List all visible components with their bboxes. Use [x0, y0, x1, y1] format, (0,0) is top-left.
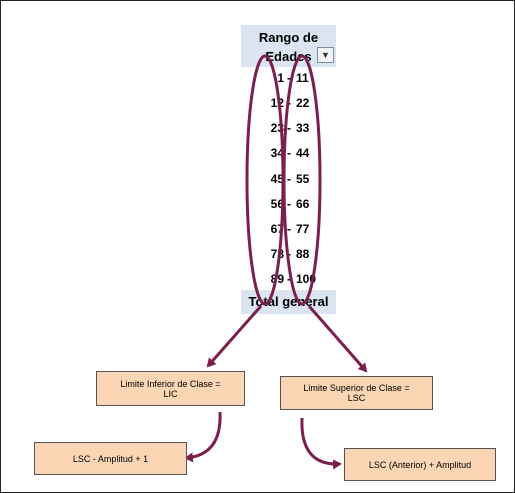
chevron-down-icon[interactable]: ▼ [317, 47, 334, 63]
row-upper: 88 [296, 247, 310, 261]
pivot-row: 1 - 11 [241, 66, 336, 90]
lsc-note-line1: Limite Superior de Clase = [303, 383, 410, 393]
upper-limit-ellipse [282, 54, 322, 306]
arrow-to-lsc [307, 305, 368, 373]
lic-note-line2: LIC [163, 388, 178, 399]
row-dash: - [287, 121, 291, 135]
row-dash: - [287, 172, 291, 186]
formula-left-text: LSC - Amplitud + 1 [72, 453, 149, 464]
row-lower: 56 [270, 197, 284, 211]
row-dash: - [287, 71, 291, 85]
pivot-row: 45 - 55 [241, 167, 336, 191]
row-lower: 34 [270, 146, 284, 160]
row-upper: 44 [296, 146, 310, 160]
lic-note-line1: Limite Inferior de Clase = [120, 378, 221, 389]
row-upper: 11 [296, 71, 309, 85]
row-upper: 55 [296, 172, 310, 186]
row-upper: 33 [296, 121, 310, 135]
row-dash: - [287, 272, 291, 286]
formula-left-box: LSC - Amplitud + 1 [34, 442, 187, 475]
pivot-row: 34 - 44 [241, 141, 336, 165]
row-upper: 22 [296, 96, 310, 110]
formula-right-box: LSC (Anterior) + Amplitud [344, 448, 496, 481]
row-upper: 66 [296, 197, 310, 211]
lic-note-box: Limite Inferior de Clase = LIC [96, 371, 245, 406]
row-lower: 1 [277, 71, 284, 85]
pivot-row: 56 - 66 [241, 192, 336, 216]
row-dash: - [287, 197, 291, 211]
arrow-to-lic [206, 305, 263, 368]
formula-right-text: LSC (Anterior) + Amplitud [368, 459, 472, 470]
pivot-header-line2: Edades [265, 49, 312, 64]
lower-limit-ellipse [245, 54, 285, 306]
row-dash: - [287, 146, 291, 160]
row-dash: - [287, 222, 291, 236]
row-lower: 45 [270, 172, 284, 186]
pivot-header-line1: Rango de [258, 30, 319, 45]
row-upper: 77 [296, 222, 310, 236]
arrow-lsc-to-formula [300, 417, 342, 470]
arrow-lic-to-formula [184, 411, 222, 463]
lsc-note-box: Limite Superior de Clase = LSC [280, 376, 433, 410]
lsc-note-line2: LSC [347, 393, 366, 403]
